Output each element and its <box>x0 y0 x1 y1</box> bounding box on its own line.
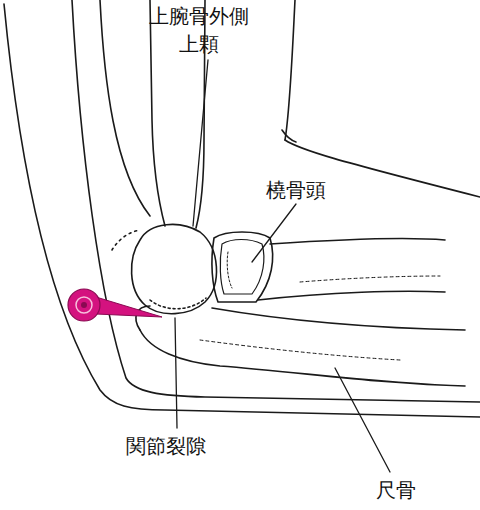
part-label: 上腕骨外側 上顆 <box>146 2 252 58</box>
needle-marker <box>68 289 162 321</box>
part-label: 関節裂隙 <box>126 432 206 460</box>
part-label: 尺骨 <box>376 476 416 504</box>
part-label: 橈骨頭 <box>266 176 326 204</box>
